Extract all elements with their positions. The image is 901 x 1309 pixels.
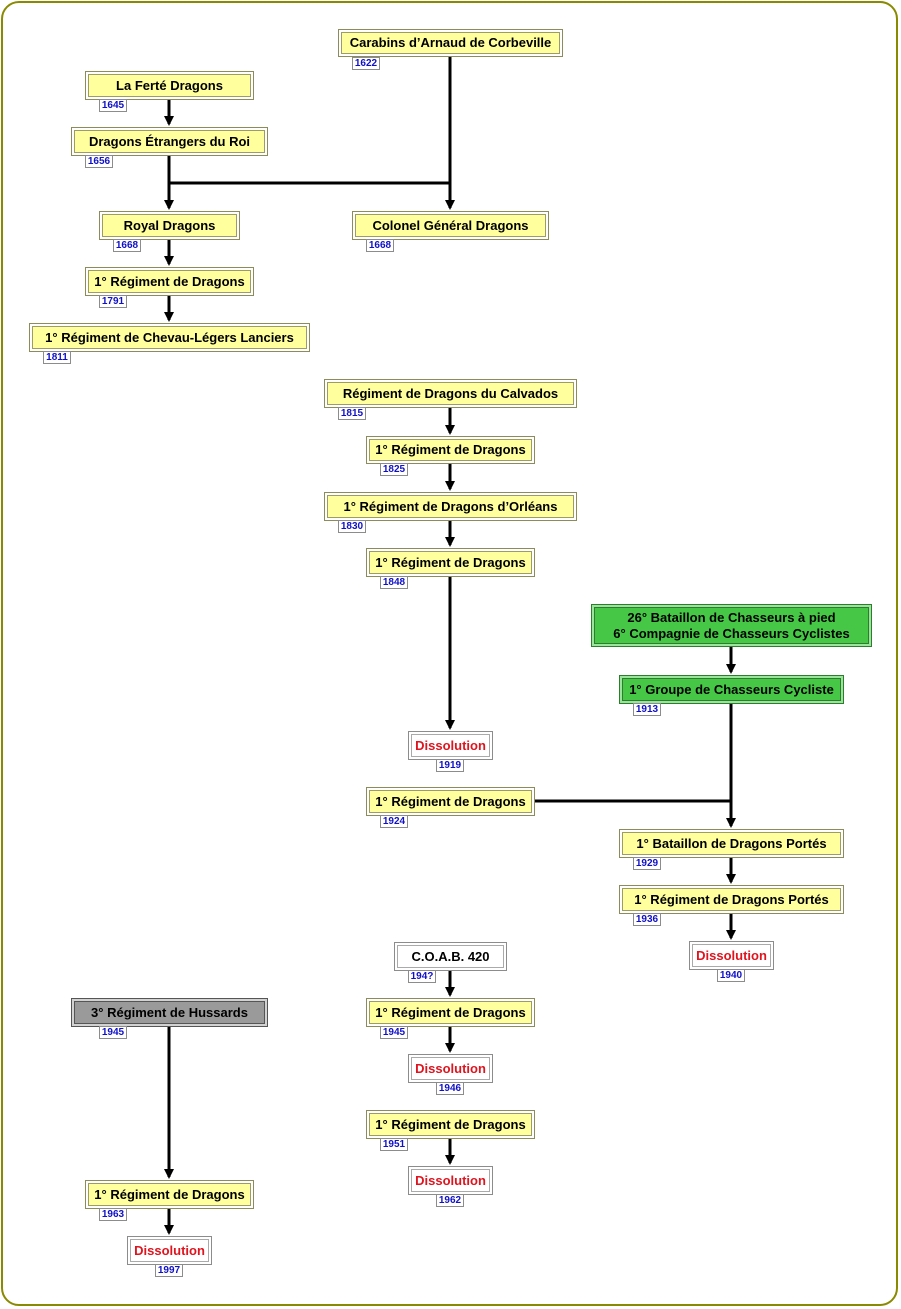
node-groupe-chasseurs-cycliste: 1° Groupe de Chasseurs Cycliste bbox=[619, 675, 844, 704]
year-tag: 1791 bbox=[99, 295, 127, 308]
year-tag: 1913 bbox=[633, 703, 661, 716]
year-tag: 194? bbox=[408, 970, 436, 983]
year-tag: 1645 bbox=[99, 99, 127, 112]
year-tag: 1919 bbox=[436, 759, 464, 772]
node-la-ferte-dragons: La Ferté Dragons bbox=[85, 71, 254, 100]
year-tag: 1963 bbox=[99, 1208, 127, 1221]
node-3-regiment-hussards: 3° Régiment de Hussards bbox=[71, 998, 268, 1027]
node-1-regiment-dragons-1825: 1° Régiment de Dragons bbox=[366, 436, 535, 464]
year-tag: 1962 bbox=[436, 1194, 464, 1207]
node-1-regiment-dragons-1924: 1° Régiment de Dragons bbox=[366, 787, 535, 816]
node-dissolution-1962: Dissolution bbox=[408, 1166, 493, 1195]
node-dissolution-1919: Dissolution bbox=[408, 731, 493, 760]
node-colonel-general: Colonel Général Dragons bbox=[352, 211, 549, 240]
year-tag: 1945 bbox=[380, 1026, 408, 1039]
year-tag: 1815 bbox=[338, 407, 366, 420]
year-tag: 1946 bbox=[436, 1082, 464, 1095]
node-dragons-orleans: 1° Régiment de Dragons d’Orléans bbox=[324, 492, 577, 521]
year-tag: 1668 bbox=[113, 239, 141, 252]
node-dissolution-1997: Dissolution bbox=[127, 1236, 212, 1265]
node-1-regiment-dragons-1848: 1° Régiment de Dragons bbox=[366, 548, 535, 577]
year-tag: 1668 bbox=[366, 239, 394, 252]
node-regiment-dragons-portes: 1° Régiment de Dragons Portés bbox=[619, 885, 844, 914]
year-tag: 1936 bbox=[633, 913, 661, 926]
year-tag: 1951 bbox=[380, 1138, 408, 1151]
node-dissolution-1940: Dissolution bbox=[689, 941, 774, 970]
node-1-regiment-dragons-1963: 1° Régiment de Dragons bbox=[85, 1180, 254, 1209]
year-tag: 1924 bbox=[380, 815, 408, 828]
node-royal-dragons: Royal Dragons bbox=[99, 211, 240, 240]
node-dragons-etrangers: Dragons Étrangers du Roi bbox=[71, 127, 268, 156]
year-tag: 1825 bbox=[380, 463, 408, 476]
node-carabins: Carabins d’Arnaud de Corbeville bbox=[338, 29, 563, 57]
node-chevau-legers: 1° Régiment de Chevau-Légers Lanciers bbox=[29, 323, 310, 352]
node-1-regiment-dragons-1945: 1° Régiment de Dragons bbox=[366, 998, 535, 1027]
node-1-regiment-dragons-1951: 1° Régiment de Dragons bbox=[366, 1110, 535, 1139]
year-tag: 1848 bbox=[380, 576, 408, 589]
year-tag: 1811 bbox=[43, 351, 71, 364]
node-dissolution-1946: Dissolution bbox=[408, 1054, 493, 1083]
year-tag: 1929 bbox=[633, 857, 661, 870]
year-tag: 1656 bbox=[85, 155, 113, 168]
year-tag: 1940 bbox=[717, 969, 745, 982]
node-bataillon-dragons-portes: 1° Bataillon de Dragons Portés bbox=[619, 829, 844, 858]
node-chasseurs-a-pied: 26° Bataillon de Chasseurs à pied 6° Com… bbox=[591, 604, 872, 647]
year-tag: 1997 bbox=[155, 1264, 183, 1277]
year-tag: 1622 bbox=[352, 57, 380, 70]
node-coab-420: C.O.A.B. 420 bbox=[394, 942, 507, 971]
year-tag: 1945 bbox=[99, 1026, 127, 1039]
node-dragons-calvados: Régiment de Dragons du Calvados bbox=[324, 379, 577, 408]
node-1-regiment-dragons-1791: 1° Régiment de Dragons bbox=[85, 267, 254, 296]
year-tag: 1830 bbox=[338, 520, 366, 533]
